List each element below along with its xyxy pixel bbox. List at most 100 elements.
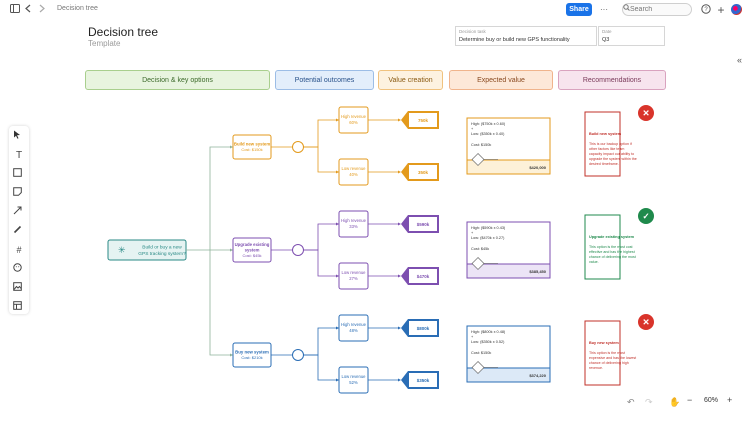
outcome-probability: 33% — [349, 224, 358, 229]
sticker-icon[interactable] — [13, 263, 25, 275]
page-title[interactable]: Decision tree — [88, 25, 159, 39]
diamond-icon — [471, 361, 485, 374]
value-tag[interactable]: $470k — [401, 267, 439, 285]
ev-cost: Cost: $150k — [471, 143, 491, 147]
left-toolbar: T # — [9, 126, 29, 314]
outcome-probability: 27% — [349, 276, 358, 281]
recommendation-text: This is our backup option if — [589, 142, 632, 146]
recommendation-text: other factors like team — [589, 147, 624, 151]
outcome-probability: 52% — [349, 380, 358, 385]
decision-task-label: Decision task — [459, 29, 486, 34]
decision-task-field[interactable]: Decision task Determine buy or build new… — [455, 26, 597, 46]
share-button[interactable]: Share — [566, 3, 592, 16]
header-expected-value[interactable]: Expected value — [449, 70, 553, 90]
shape-tool-icon[interactable] — [13, 168, 25, 180]
zoom-out-button[interactable]: − — [687, 395, 693, 405]
help-icon[interactable]: ? — [701, 4, 713, 16]
close-icon: ✕ — [638, 314, 654, 330]
value-tag[interactable]: $350k — [401, 371, 439, 389]
ev-cost: Cost: $45k — [471, 247, 489, 251]
undo-icon[interactable]: ↶ — [627, 397, 635, 407]
ev-total: $374,220 — [529, 373, 546, 378]
zoom-in-button[interactable]: + — [727, 395, 733, 405]
status-mark: ✓ — [642, 211, 649, 221]
select-pointer-icon[interactable] — [13, 130, 25, 142]
page-subtitle[interactable]: Template — [88, 39, 121, 48]
forward-arrow-icon[interactable] — [38, 4, 50, 16]
outcome-label: Low revenue — [342, 166, 367, 171]
back-arrow-icon[interactable] — [24, 4, 36, 16]
expected-value-card[interactable]: High: ($590k x 0.43)+Low: ($470k x 0.27)… — [466, 221, 551, 279]
search-field[interactable] — [622, 3, 692, 16]
diamond-icon — [471, 153, 485, 166]
outcome-label: High revenue — [341, 218, 367, 223]
outcome-label: High revenue — [341, 322, 367, 327]
connector-arrow-icon[interactable] — [13, 206, 25, 218]
sticky-note-icon[interactable] — [13, 187, 25, 199]
recommendation-text: upgrade the system within the — [589, 157, 637, 161]
asterisk-icon: ✳ — [118, 245, 126, 255]
recommendation-text: This option is the most cost — [589, 245, 633, 249]
status-mark: ✕ — [642, 108, 649, 118]
zoom-level: 60% — [704, 397, 719, 404]
close-icon: ✕ — [638, 105, 654, 121]
root-decision-node[interactable]: ✳ Build or buy a new GPS tracking system… — [107, 239, 187, 261]
ev-high-formula: High: ($800k x 0.48) — [471, 330, 506, 334]
header-value-creation[interactable]: Value creation — [378, 70, 443, 90]
recommendation-text: chance of delivering the most — [589, 255, 636, 259]
option-label: Build new system — [234, 142, 270, 147]
value-tag[interactable]: 750k — [401, 111, 439, 129]
value-tag[interactable]: 350k — [401, 163, 439, 181]
trunk-connectors — [186, 145, 233, 357]
add-icon[interactable]: + — [717, 3, 725, 17]
ev-low-formula: Low: ($470k x 0.27) — [471, 236, 505, 240]
chance-node[interactable] — [292, 244, 304, 256]
status-mark: ✕ — [642, 317, 649, 327]
date-value: Q3 — [602, 37, 610, 43]
value-tag[interactable]: $590k — [401, 215, 439, 233]
ev-plus: + — [471, 335, 474, 339]
option-cost: Cost: $210k — [241, 355, 262, 360]
redo-icon[interactable]: ↷ — [645, 397, 653, 407]
date-field[interactable]: Date Q3 — [598, 26, 665, 46]
pen-tool-icon[interactable] — [13, 225, 25, 237]
hand-tool-icon[interactable]: ✋ — [669, 397, 681, 407]
header-recommendations[interactable]: Recommendations — [558, 70, 666, 90]
chance-node[interactable] — [292, 141, 304, 153]
ev-high-formula: High: ($590k x 0.43) — [471, 226, 506, 230]
avatar[interactable] — [731, 4, 742, 15]
value-label: 350k — [418, 170, 429, 175]
image-tool-icon[interactable] — [13, 282, 25, 294]
expected-value-card[interactable]: High: ($750k x 0.60)+Low: ($350k x 0.40)… — [466, 117, 551, 175]
text-tool-icon[interactable]: T — [15, 149, 23, 161]
breadcrumb[interactable]: Decision tree — [57, 5, 98, 12]
header-potential-outcomes[interactable]: Potential outcomes — [275, 70, 374, 90]
expected-value-card[interactable]: High: ($800k x 0.48)+Low: ($350k x 0.52)… — [466, 325, 551, 383]
table-tool-icon[interactable] — [13, 301, 25, 313]
search-input[interactable] — [630, 6, 680, 13]
header-decision-options[interactable]: Decision & key options — [85, 70, 270, 90]
sidebar-toggle-icon[interactable] — [10, 4, 22, 16]
frame-tool-icon[interactable]: # — [16, 245, 22, 255]
more-options-icon[interactable]: ··· — [600, 4, 608, 14]
collapse-panel-icon[interactable]: « — [737, 55, 743, 65]
value-tag[interactable]: $800k — [401, 319, 439, 337]
ev-high-formula: High: ($750k x 0.60) — [471, 122, 506, 126]
value-label: 750k — [418, 118, 429, 123]
outcome-probability: 40% — [349, 172, 358, 177]
chance-node[interactable] — [292, 349, 304, 361]
